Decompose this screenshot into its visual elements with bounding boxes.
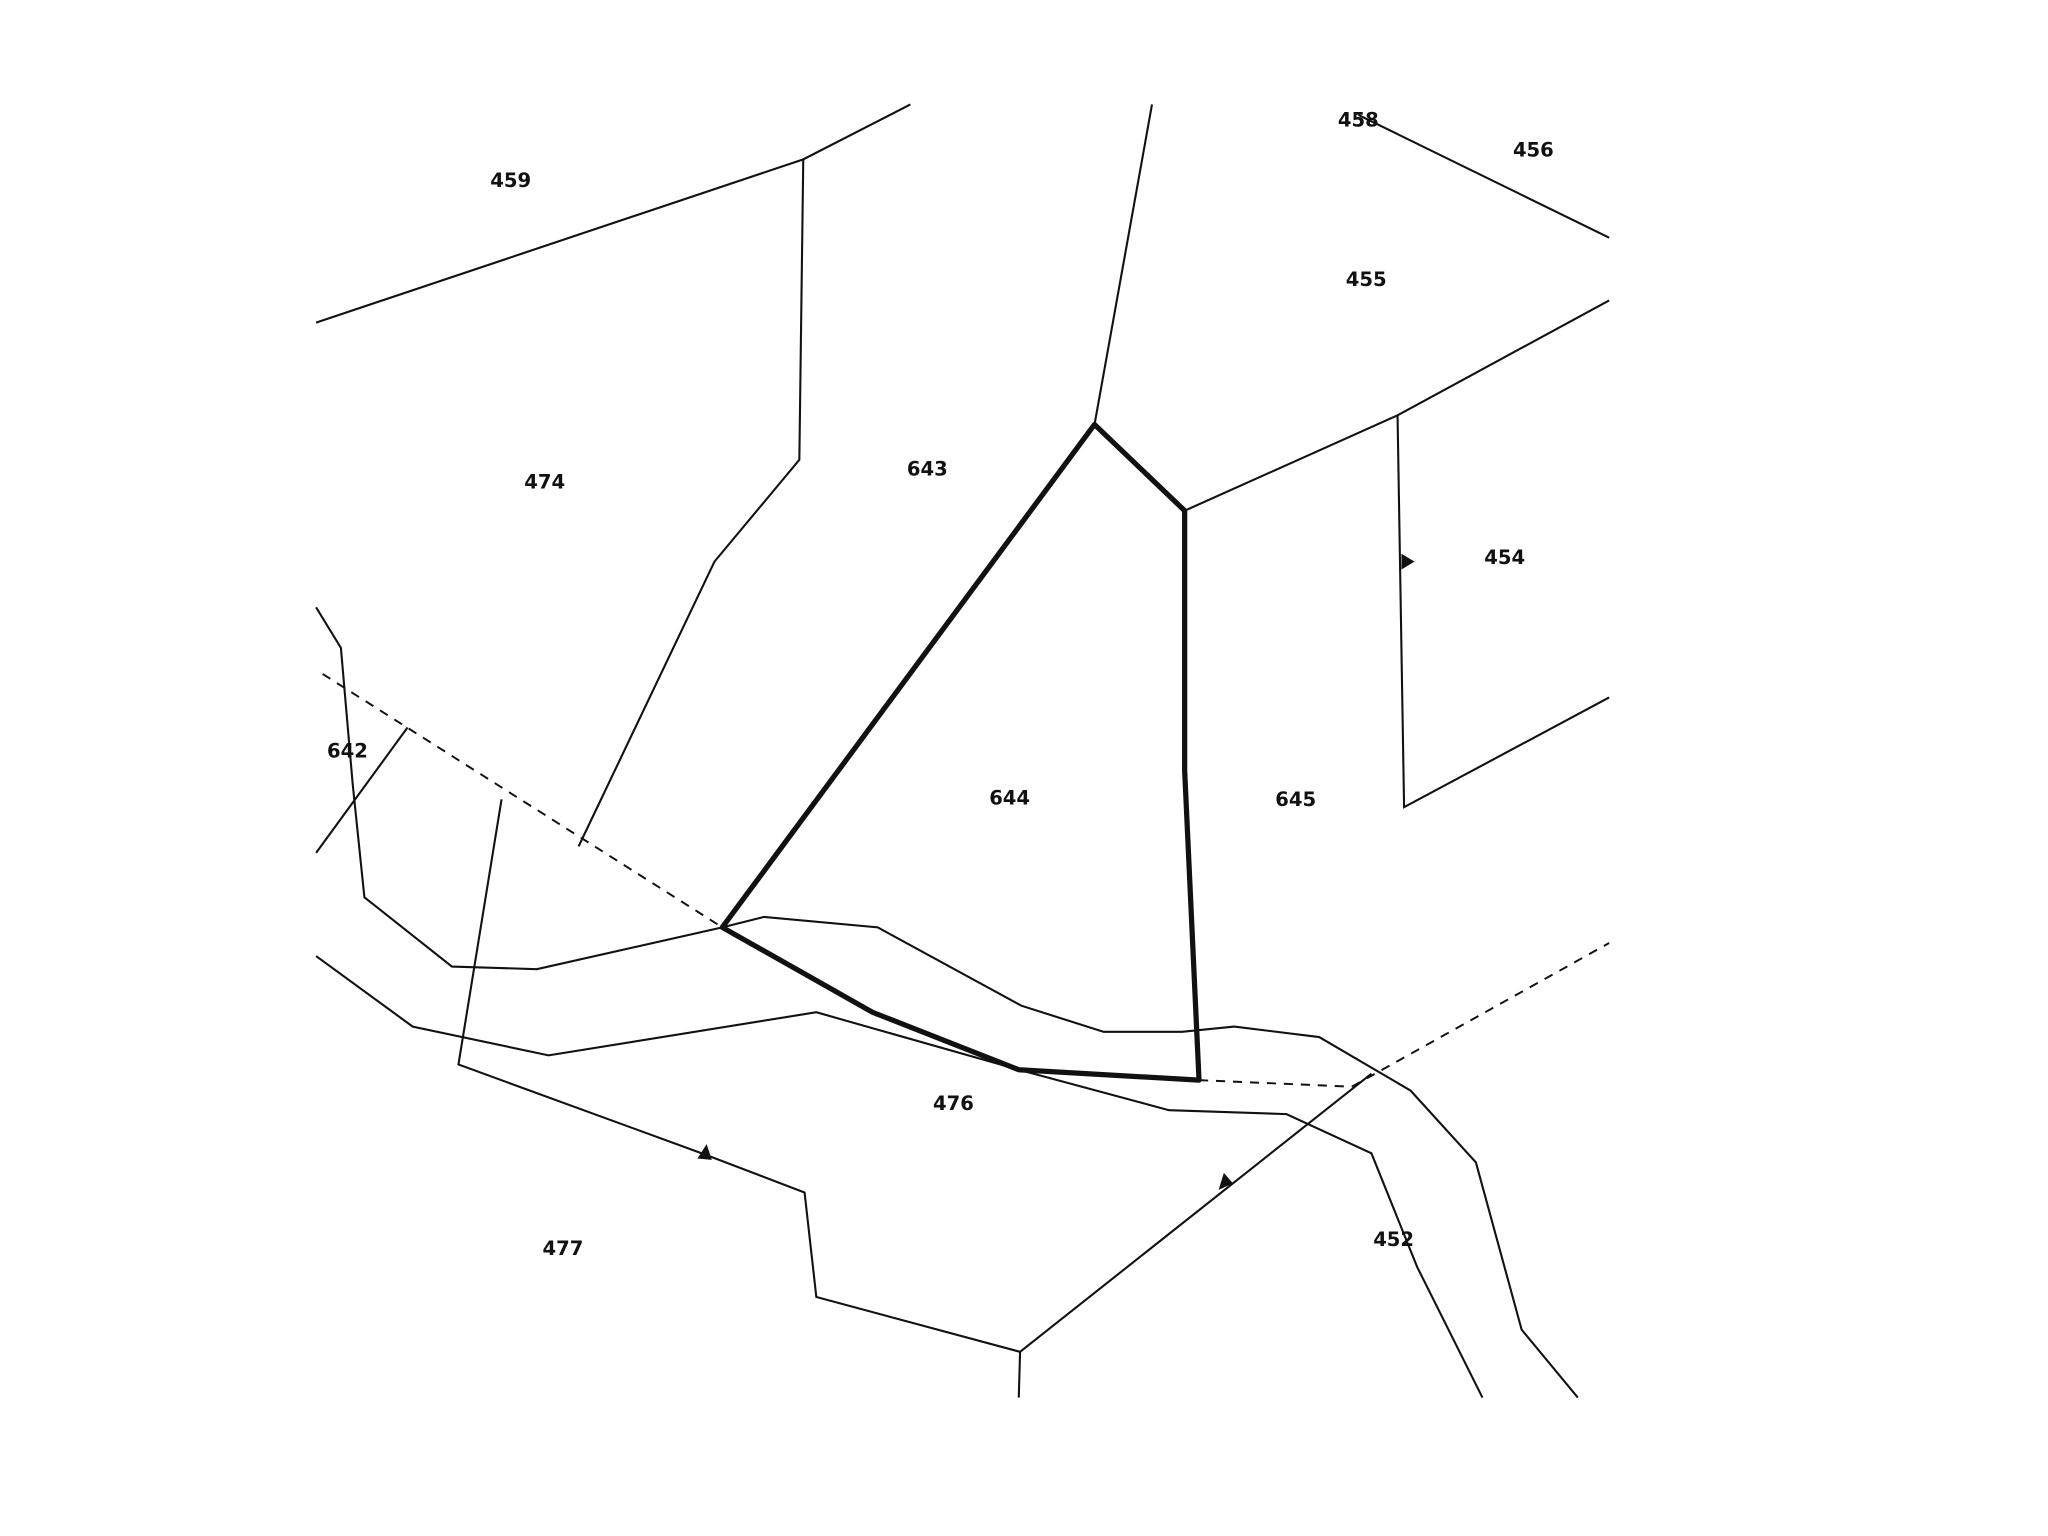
dashed-boundary-west [322,673,723,929]
boundary-645-455 [1184,299,1610,512]
dashed-boundary-east [1198,1079,1352,1088]
dashed-lines [322,673,1610,1088]
parcel-boundaries [315,103,1610,1399]
boundary-643-455 [1093,104,1154,425]
triangle-marker-icon [697,1144,712,1160]
boundary-454 [1396,415,1610,809]
parcel-label: 474 [524,470,565,493]
parcel-label: 477 [543,1237,584,1260]
parcel-label: 452 [1373,1228,1414,1251]
parcel-label: 643 [907,457,948,480]
parcel-label: 644 [989,787,1030,810]
road-north-edge [722,915,1579,1399]
boundary-455-456 [1357,114,1610,239]
parcel-label: 476 [933,1092,974,1115]
highlighted-parcel-644[interactable] [719,421,1202,1083]
boundary-642-inner [315,726,409,854]
parcel-label: 456 [1513,139,1554,162]
parcel-label: 459 [490,169,531,192]
dashed-boundary-northeast [1351,942,1610,1088]
parcel-labels: 459 474 643 644 645 642 476 477 452 454 … [327,109,1554,1260]
boundary-459 [315,103,911,324]
boundary-476-452 [1019,1072,1373,1353]
parcel-label: 455 [1346,268,1387,291]
triangle-marker-icon [1218,1172,1233,1190]
parcel-label: 645 [1275,788,1316,811]
parcel-label: 458 [1338,109,1379,132]
road-south-edge [315,955,1484,1399]
parcel-label: 454 [1484,546,1525,569]
parcel-label: 642 [327,740,368,763]
boundary-642 [315,606,723,971]
triangle-marker-icon [1401,553,1415,570]
boundary-474-643 [577,159,805,847]
markers [697,553,1415,1190]
